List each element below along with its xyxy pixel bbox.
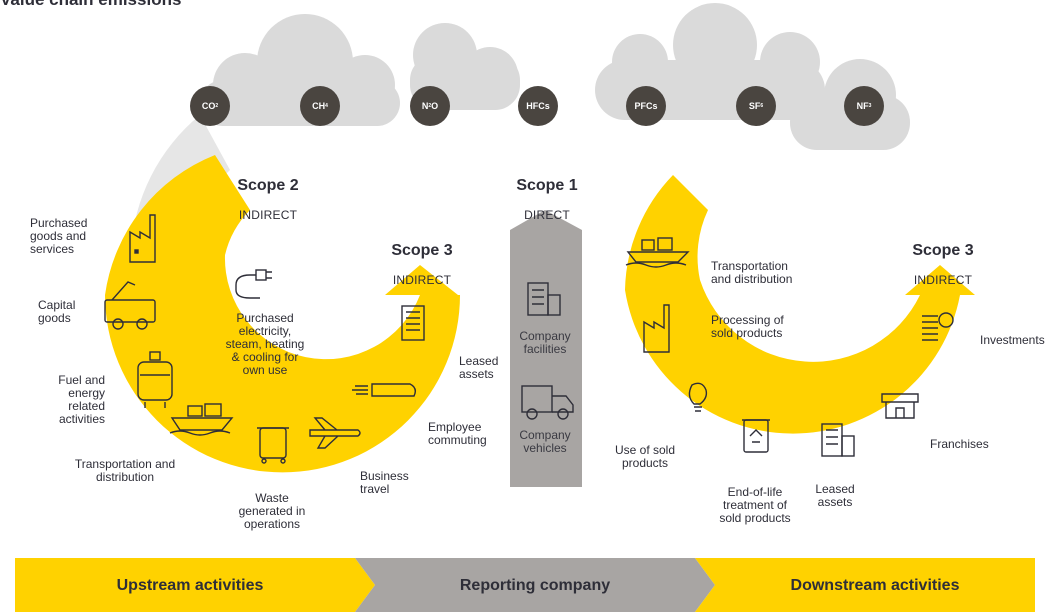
- label-leased-assets-downstream: Leased assets: [815, 482, 855, 509]
- airplane-icon: [309, 417, 361, 449]
- shop-icon: [881, 393, 919, 419]
- crane-truck-icon: [104, 281, 156, 330]
- reporting-company-label: Reporting company: [459, 577, 611, 594]
- gas-subscript: 4: [325, 103, 328, 109]
- label-use-of-sold: Use of sold products: [614, 443, 676, 470]
- label-company-vehicles: Company vehicles: [519, 428, 571, 455]
- page-title: Value chain emissions: [0, 0, 181, 10]
- leased-building-icon: [821, 423, 855, 457]
- light-bulb-icon: [688, 382, 708, 412]
- gas-suffix: O: [431, 101, 439, 111]
- label-leased-assets-upstream: Leased assets: [459, 354, 499, 381]
- label-investments: Investments: [980, 334, 1045, 347]
- train-icon: [352, 383, 417, 397]
- scope3-downstream-subtitle: INDIRECT: [913, 273, 973, 287]
- processing-factory-icon: [643, 304, 670, 353]
- gas-pfcs-badge: PFCs: [626, 86, 666, 126]
- gas-label: CO: [201, 101, 216, 111]
- scope3-downstream-title: Scope 3: [912, 242, 974, 259]
- gas-label: PFCs: [634, 101, 658, 111]
- upstream-yellow-arc: [105, 155, 460, 473]
- label-capital-goods: Capital goods: [38, 298, 76, 325]
- gas-subscript: 3: [868, 103, 872, 109]
- label-business-travel: Business travel: [360, 469, 409, 496]
- gas-subscript: 6: [760, 103, 764, 109]
- emissions-clouds: [200, 3, 910, 150]
- label-transportation-downstream: Transportation and distribution: [711, 259, 793, 286]
- label-fuel-energy: Fuel and energy related activities: [58, 373, 105, 426]
- scope2-title: Scope 2: [237, 177, 299, 194]
- gas-subscript: 2: [428, 103, 432, 109]
- coins-icon: [922, 312, 954, 341]
- factory-icon: [129, 214, 156, 263]
- label-employee-commuting: Employee commuting: [428, 420, 487, 447]
- scope1-subtitle: DIRECT: [524, 208, 570, 222]
- label-purchased-electricity: Purchased electricity, steam, heating & …: [225, 311, 305, 377]
- label-company-facilities: Company facilities: [519, 329, 571, 356]
- company-building-icon: [527, 282, 561, 316]
- gas-subscript: 2: [215, 103, 219, 109]
- gas-label: CH: [312, 101, 326, 111]
- fuel-tanker-icon: [137, 351, 173, 408]
- scope3-upstream-subtitle: INDIRECT: [392, 273, 452, 287]
- scope3-upstream-heading: Scope 3 INDIRECT: [372, 229, 472, 300]
- company-truck-icon: [521, 385, 574, 420]
- recycle-bin-icon: [742, 419, 770, 453]
- label-purchased-goods: Purchased goods and services: [30, 216, 88, 256]
- gas-label: SF: [748, 101, 761, 111]
- scope3-downstream-heading: Scope 3 INDIRECT: [893, 229, 993, 300]
- scope3-upstream-title: Scope 3: [391, 242, 453, 259]
- gas-label: HFCs: [526, 101, 550, 111]
- label-transportation-upstream: Transportation and distribution: [74, 457, 176, 484]
- power-plug-icon: [235, 269, 272, 299]
- downstream-yellow-arc: [625, 175, 975, 434]
- waste-bin-icon: [257, 427, 289, 464]
- office-building-icon: [401, 305, 425, 341]
- label-end-of-life: End-of-life treatment of sold products: [719, 485, 791, 525]
- scope2-heading: Scope 2 INDIRECT: [218, 164, 318, 235]
- scope1-title: Scope 1: [516, 177, 578, 194]
- bottom-activity-bar: [15, 558, 1035, 612]
- gas-hfcs-badge: HFCs: [518, 86, 558, 126]
- cargo-ship-icon: [169, 403, 234, 436]
- upstream-activities-label: Upstream activities: [116, 577, 264, 594]
- label-waste: Waste generated in operations: [238, 491, 306, 531]
- gas-label: NF: [856, 101, 869, 111]
- label-franchises: Franchises: [930, 437, 989, 451]
- scope1-heading: Scope 1 DIRECT: [497, 164, 597, 235]
- scope2-subtitle: INDIRECT: [238, 208, 298, 222]
- downstream-ship-icon: [625, 237, 690, 268]
- gas-label: N: [421, 101, 429, 111]
- label-processing: Processing of sold products: [711, 313, 784, 340]
- downstream-activities-label: Downstream activities: [790, 577, 960, 594]
